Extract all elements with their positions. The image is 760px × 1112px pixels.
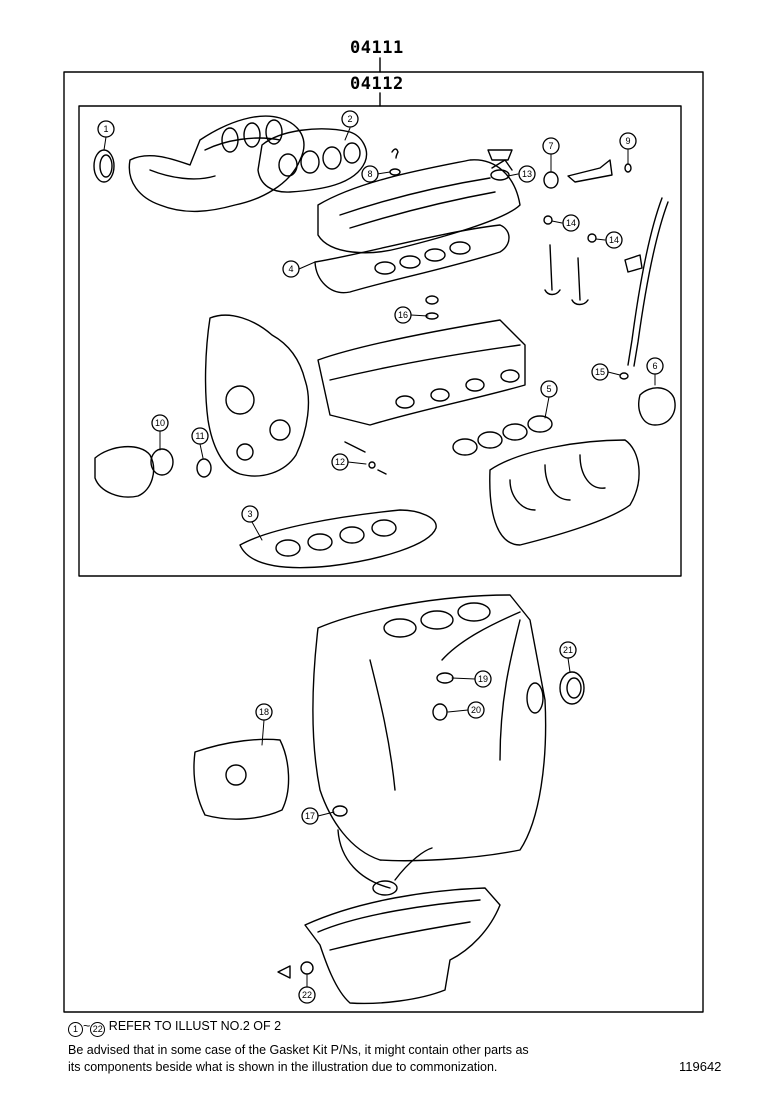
callout-label: 20 bbox=[471, 705, 481, 715]
gasket-17-drawing bbox=[332, 805, 348, 817]
cylinder-head-gasket-drawing bbox=[239, 509, 437, 569]
callout-label: 16 bbox=[398, 310, 408, 320]
gasket-6-drawing bbox=[638, 387, 676, 426]
intake-manifold-drawing bbox=[489, 439, 640, 546]
callout-label: 13 bbox=[522, 169, 532, 179]
callout-4 bbox=[341, 110, 359, 128]
callout-label: 11 bbox=[195, 431, 204, 441]
callout-14b bbox=[605, 231, 623, 249]
callout-label: 10 bbox=[155, 418, 165, 428]
callout-label: 3 bbox=[247, 509, 252, 519]
callout-21 bbox=[559, 641, 577, 659]
callout-5 bbox=[97, 120, 115, 138]
callout-13 bbox=[518, 165, 536, 183]
callout-leaders bbox=[103, 127, 656, 988]
callout-11 bbox=[191, 427, 209, 445]
oil-pipe-19-drawing bbox=[441, 611, 521, 661]
cylinder-head-cover-drawing bbox=[317, 159, 521, 254]
outer-kit-frame bbox=[63, 71, 704, 1013]
range-start-callout: 1 bbox=[68, 1022, 83, 1037]
callout-label: 8 bbox=[367, 169, 372, 179]
callout-label: 12 bbox=[335, 457, 345, 467]
callout-12 bbox=[331, 453, 349, 471]
callout-label: 2 bbox=[347, 114, 352, 124]
callout-10 bbox=[151, 414, 169, 432]
callout-18 bbox=[255, 703, 273, 721]
callout-label: 21 bbox=[563, 645, 573, 655]
callout-8 bbox=[361, 165, 379, 183]
callout-20 bbox=[467, 701, 485, 719]
outer-kit-number: 04111 bbox=[350, 38, 404, 58]
callout-label: 14 bbox=[566, 218, 576, 228]
callout-label: 18 bbox=[259, 707, 269, 717]
refer-note: 1~22 REFER TO ILLUST NO.2 OF 2 bbox=[68, 1018, 281, 1037]
oil-strainer-drawing bbox=[337, 829, 433, 896]
callout-label: 9 bbox=[625, 136, 630, 146]
oil-pump-18-drawing bbox=[193, 738, 290, 820]
cylinder-head-drawing bbox=[317, 295, 526, 426]
drain-plug-22-drawing bbox=[277, 961, 314, 979]
callout-label: 5 bbox=[546, 384, 551, 394]
callout-label: 17 bbox=[305, 811, 315, 821]
oil-level-gauge-drawing bbox=[624, 197, 669, 367]
callout-label: 7 bbox=[548, 141, 553, 151]
advice-line-1: Be advised that in some case of the Gask… bbox=[68, 1043, 529, 1057]
rear-oil-seal-21-drawing bbox=[559, 671, 585, 705]
callout-22 bbox=[298, 986, 316, 1004]
inner-kit-frame bbox=[78, 105, 682, 577]
cylinder-block-drawing bbox=[312, 594, 547, 862]
range-end-callout: 22 bbox=[90, 1022, 106, 1037]
callout-9 bbox=[619, 132, 637, 150]
advice-line-2: its components beside what is shown in t… bbox=[68, 1060, 498, 1074]
callout-17 bbox=[301, 807, 319, 825]
timing-chain-cover-drawing bbox=[204, 314, 310, 477]
valves-drawing bbox=[544, 244, 589, 306]
water-pump-drawing bbox=[94, 445, 212, 498]
callout-3 bbox=[540, 380, 558, 398]
callout-label: 14 bbox=[609, 235, 619, 245]
small-seals-drawing bbox=[389, 148, 632, 243]
o-ring-15-drawing bbox=[619, 372, 629, 380]
callout-15 bbox=[591, 363, 609, 381]
refer-text: REFER TO ILLUST NO.2 OF 2 bbox=[108, 1019, 282, 1033]
callout-label: 6 bbox=[652, 361, 657, 371]
illustration-id: 119642 bbox=[679, 1059, 722, 1074]
callout-circles bbox=[97, 110, 664, 1004]
callout-7 bbox=[542, 137, 560, 155]
head-cover-gasket-drawing bbox=[314, 224, 510, 294]
oil-filler-cap-drawing bbox=[487, 149, 513, 181]
callout-14a bbox=[562, 214, 580, 232]
callout-label: 1 bbox=[103, 124, 108, 134]
exhaust-manifold-drawing bbox=[128, 115, 305, 213]
oil-pan-drawing bbox=[304, 887, 501, 1005]
callout-label: 4 bbox=[288, 264, 293, 274]
callout-6 bbox=[646, 357, 664, 375]
studs-12-drawing bbox=[344, 441, 387, 475]
exhaust-manifold-gasket-drawing bbox=[257, 128, 368, 193]
intake-gasket-drawing bbox=[452, 415, 553, 456]
callout-2 bbox=[282, 260, 300, 278]
callout-label: 15 bbox=[595, 367, 605, 377]
inner-kit-number: 04112 bbox=[350, 74, 404, 94]
callout-label: 22 bbox=[302, 990, 312, 1000]
callout-19 bbox=[474, 670, 492, 688]
callout-label: 19 bbox=[478, 674, 488, 684]
seal-ring-5-drawing bbox=[93, 149, 115, 183]
callout-16 bbox=[394, 306, 412, 324]
callout-1 bbox=[241, 505, 259, 523]
